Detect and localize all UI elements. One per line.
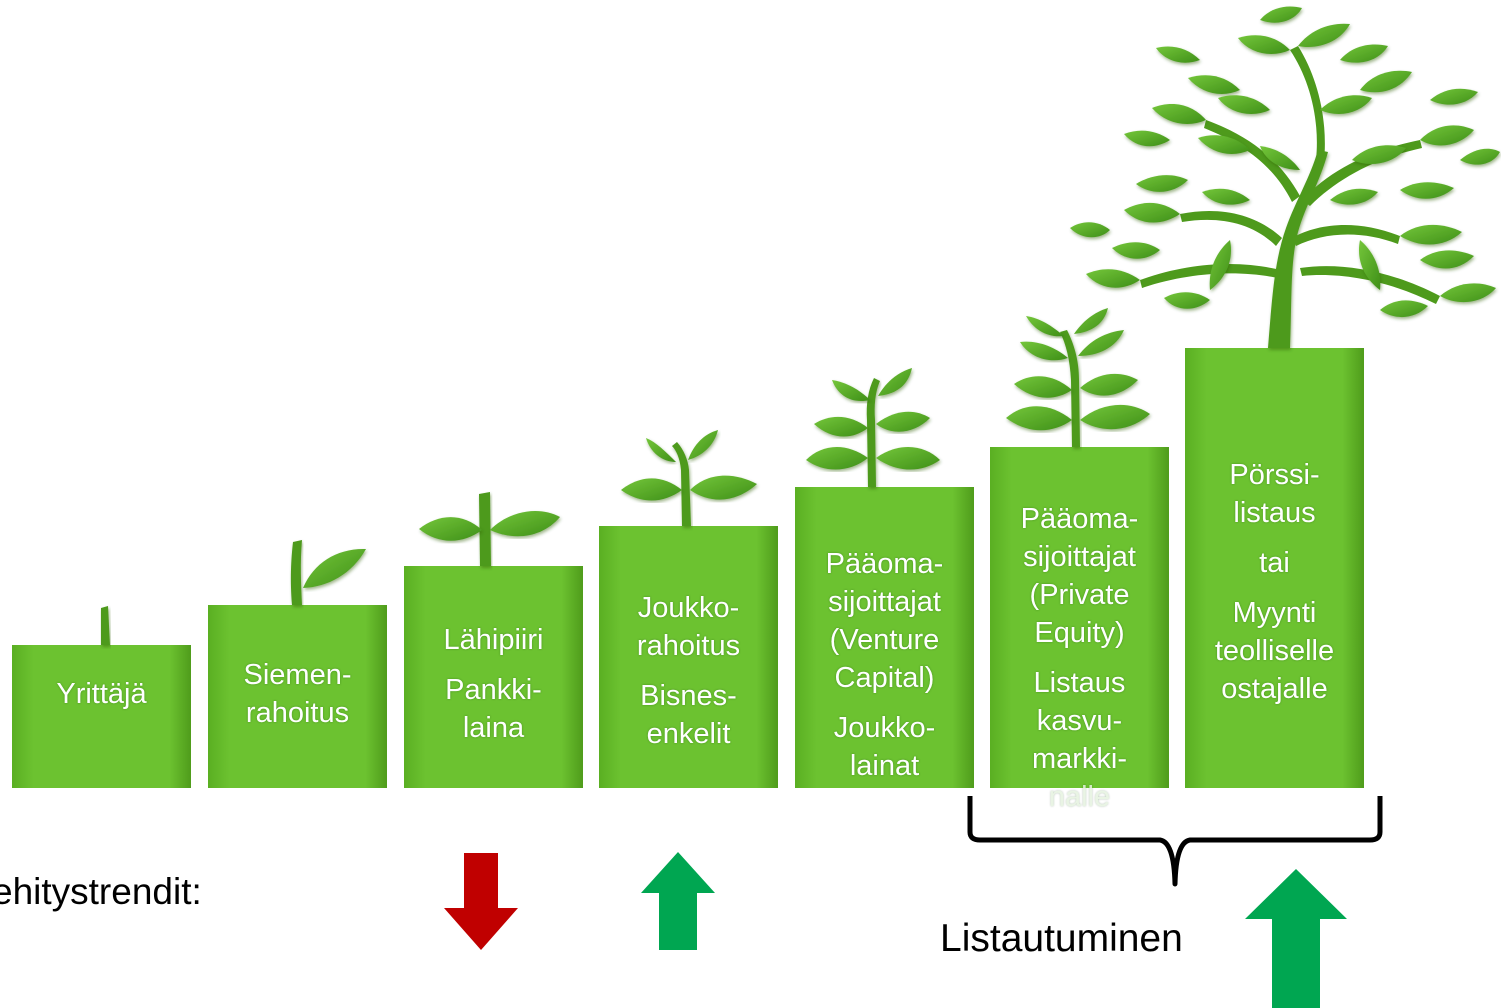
seedling-two-leaves-icon (419, 492, 560, 566)
stage-label-lahipiiri-pankkilaina: Lähipiiri Pankki- laina (443, 624, 544, 744)
stage-box-6 (990, 447, 1169, 788)
tree-icon (1070, 6, 1500, 348)
sprout-stem-icon (101, 606, 110, 645)
stage-box-1 (12, 645, 191, 788)
arrow-up-icon (641, 852, 715, 950)
sprout-one-leaf-icon (290, 540, 366, 605)
stage-boxes (12, 348, 1364, 788)
stage-box-7 (1185, 348, 1364, 788)
plant-four-leaves-icon (621, 430, 757, 526)
stage-label-private-equity: Pääoma- sijoittajat (Private Equity) Lis… (1020, 503, 1139, 813)
arrow-down-icon (444, 853, 518, 950)
stage-label-porssilistaus: Pörssi- listaus tai Myynti teolliselle o… (1214, 459, 1335, 705)
arrow-up-icon (1245, 869, 1347, 1008)
stage-label-joukkorahoitus-bisnesenkelit: Joukko- rahoitus Bisnes- enkelit (636, 592, 741, 750)
listing-bracket (967, 796, 1383, 887)
plant-six-leaves-icon (806, 368, 940, 487)
listing-label: Listautuminen (940, 917, 1183, 960)
plant-bush-icon (1006, 308, 1150, 447)
stage-label-yrittaja: Yrittäjä (56, 678, 147, 710)
stage-box-4 (599, 526, 778, 788)
trends-label: ehitystrendit: (0, 871, 202, 912)
stage-label-siemenrahoitus: Siemen- rahoitus (243, 659, 352, 729)
stage-box-3 (404, 566, 583, 788)
stage-box-2 (208, 605, 387, 788)
stage-label-venture-capital: Pääoma- sijoittajat (Venture Capital) Jo… (825, 548, 944, 782)
stage-box-5 (795, 487, 974, 788)
